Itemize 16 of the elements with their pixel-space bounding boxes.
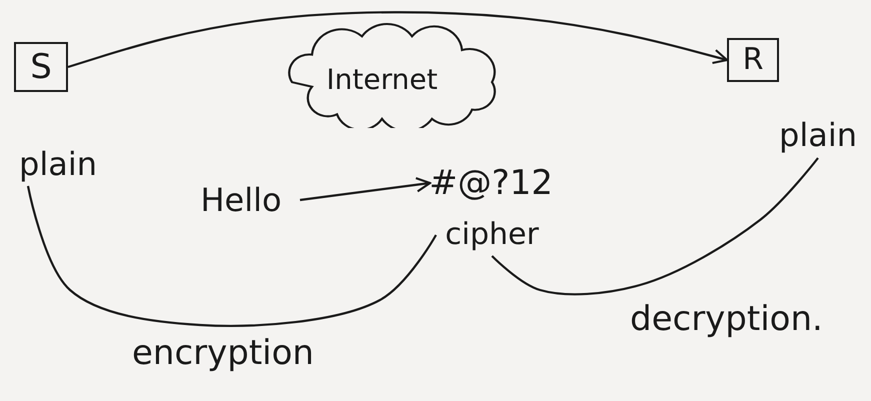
curved-line (26, 186, 437, 327)
handwritten-text: plain (19, 148, 97, 180)
letter-box (727, 38, 779, 82)
handwritten-text: Hello (200, 184, 282, 216)
arrow (68, 11, 728, 68)
letter-box (14, 42, 68, 92)
node-letter: R (742, 45, 764, 75)
edge-label: decryption. (630, 302, 823, 336)
node-letter: S (30, 50, 52, 84)
handwritten-text: plain (779, 119, 857, 151)
arrow (300, 177, 432, 202)
curved-line (491, 157, 819, 296)
edge-label: encryption (132, 336, 314, 370)
cloud-label: Internet (326, 66, 438, 94)
handwritten-text: #@?12 (429, 166, 553, 200)
handwritten-text: cipher (445, 220, 539, 250)
